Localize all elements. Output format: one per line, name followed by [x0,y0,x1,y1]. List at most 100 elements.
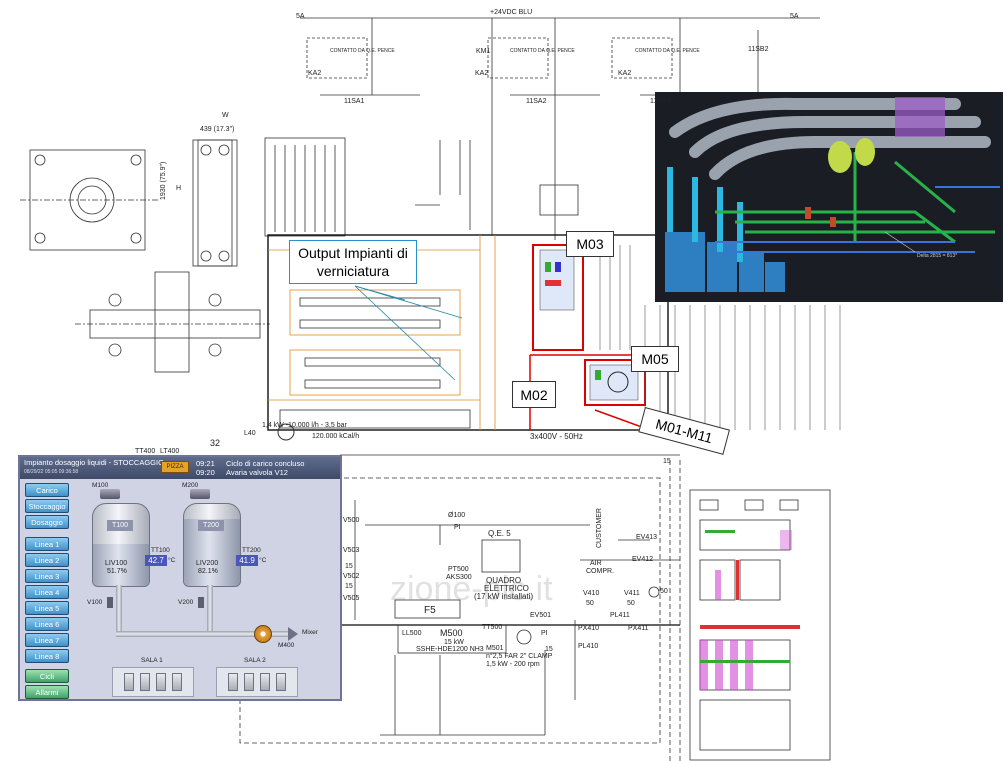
nav-linea-7-button[interactable]: Linea 7 [25,633,69,647]
sala-1-unit [172,673,182,691]
pid-quadro-1: QUADRO [486,576,522,585]
elec-top-mid: +24VDC BLU [490,9,533,16]
nav-stoccaggio-button[interactable]: Stoccaggio [25,499,69,513]
pid-v500: V500 [343,517,360,524]
pid-aks300: AKS300 [446,574,472,581]
pid-ev413: EV413 [636,534,658,541]
pid-m501-spec2: 1,5 kW - 200 rpm [486,661,540,668]
tank-t100-level-value: 51.7% [107,568,127,575]
nav-carico-button[interactable]: Carico [25,483,69,497]
cad-3d-render: Delta 2815 = 813* [655,92,1003,302]
pid-px410: PX410 [578,625,600,632]
pipe-to-mixer [266,631,290,637]
nav-cicli-button[interactable]: Cicli [25,669,69,683]
pid-d15d: 15 [545,646,553,653]
pump-m400-icon[interactable] [254,625,272,643]
sala-1-unit [140,673,150,691]
nav-dosaggio-button[interactable]: Dosaggio [25,515,69,529]
sala-2-group[interactable] [216,667,298,697]
pipe-horizontal [116,631,256,637]
motor-m100-icon[interactable] [100,489,120,499]
tank-t200-temp-value: 41.9 [236,555,258,566]
pid-lt400: LT400 [160,448,180,455]
pid-compr: COMPR. [586,568,614,575]
elec-q2: 11SA2 [526,98,547,105]
motor-m200-label: M200 [182,482,199,489]
scada-title: Impianto dosaggio liquidi - STOCCAGGIO [24,458,164,467]
watermark: zione-plc.it [390,570,553,608]
nav-linea-4-button[interactable]: Linea 4 [25,585,69,599]
valve-v200-label: V200 [178,599,194,606]
nav-linea-3-button[interactable]: Linea 3 [25,569,69,583]
pid-tt500: TT500 [482,624,503,631]
elec-km1: KM1 [476,48,491,55]
elec-contact-2: CONTATTO DA Q.E. PENCE [510,48,575,54]
pid-m500: M500 [440,628,463,638]
pid-pl411: PL411 [610,612,630,619]
nav-linea-6-button[interactable]: Linea 6 [25,617,69,631]
elec-q3: 11SA3 [650,98,671,105]
tank-t200-level-tag: LIV200 [196,560,219,567]
scada-title-bar: Impianto dosaggio liquidi - STOCCAGGIO 0… [20,457,340,479]
pid-v502: V502 [343,573,360,580]
sala-1-unit [156,673,166,691]
tank-t100-temp-tag: TT100 [151,547,170,554]
pid-v410: V410 [583,590,600,597]
pid-px411: PX411 [628,625,649,632]
pid-ev501: EV501 [530,612,552,619]
scada-event-msg-1: Ciclo di carico concluso [226,459,305,468]
label-m05: M05 [631,346,679,372]
tank-t100-level [93,543,149,586]
cad-piping-drawing: Delta 2815 = 813* [655,92,1003,302]
tank-t100-name: T100 [107,520,133,531]
dim-h: H [176,185,182,192]
pid-pi: PI [454,524,461,531]
nav-linea-8-button[interactable]: Linea 8 [25,649,69,663]
elec-ka2-1: KA2 [308,70,322,77]
elec-top-right: 5A [790,13,799,20]
tank-t100[interactable]: T100 LIV100 51.7% [92,503,150,587]
sala-1-group[interactable] [112,667,194,697]
nav-linea-1-button[interactable]: Linea 1 [25,537,69,551]
nav-linea-5-button[interactable]: Linea 5 [25,601,69,615]
label-output-impianti: Output Impianti di verniciatura [289,240,417,284]
tank-t200[interactable]: T200 LIV200 82.1% [183,503,241,587]
valve-v100-icon[interactable] [107,597,113,608]
pid-m500-kw: 15 kW [444,639,464,646]
dim-1930: 1930 (75.9") [160,161,167,200]
sala-1-label: SALA 1 [141,657,163,664]
motor-m200-icon[interactable] [190,489,210,499]
tank-t200-temp-unit: °C [259,557,267,564]
valve-v200-icon[interactable] [198,597,204,608]
pid-d50b: 50 [627,600,635,607]
elec-contact-1: CONTATTO DA Q.E. PENCE [330,48,395,54]
pid-d15a: 15 [345,563,353,570]
nav-linea-2-button[interactable]: Linea 2 [25,553,69,567]
pid-d50: 50 [586,600,594,607]
elec-ka2-2: KA2 [475,70,489,77]
sala-2-unit [260,673,270,691]
mixer-label: Mixer [302,629,318,636]
scada-alarm-badge[interactable]: PIZZA [161,461,189,473]
nav-allarmi-button[interactable]: Allarmi [25,685,69,699]
pipe-tank2-down [207,585,213,637]
pid-m500-model: SSHE-HDE1200 NH3 [416,646,484,653]
tank-t200-level-value: 82.1% [198,568,218,575]
pipe-tank1-down [116,585,122,637]
scada-hmi-window: Impianto dosaggio liquidi - STOCCAGGIO 0… [18,455,342,701]
elec-ka2-3: KA2 [618,70,632,77]
tank-t100-level-tag: LIV100 [105,560,128,567]
pid-pl410: PL410 [578,643,599,650]
sala-2-unit [276,673,286,691]
pid-quadro-2: ELETTRICO [484,584,529,593]
pid-v505: V505 [343,595,360,602]
motor-m100-label: M100 [92,482,109,489]
pid-d100: Ø100 [448,512,466,519]
dim-w: W [222,112,229,119]
tank-t200-name: T200 [198,520,224,531]
scada-event-time-2: 09:20 [196,468,215,477]
pid-m501: M501 [486,645,504,652]
sala-2-unit [228,673,238,691]
elec-q1: 11SA1 [344,98,365,105]
pid-d15c: 15 [663,458,671,465]
